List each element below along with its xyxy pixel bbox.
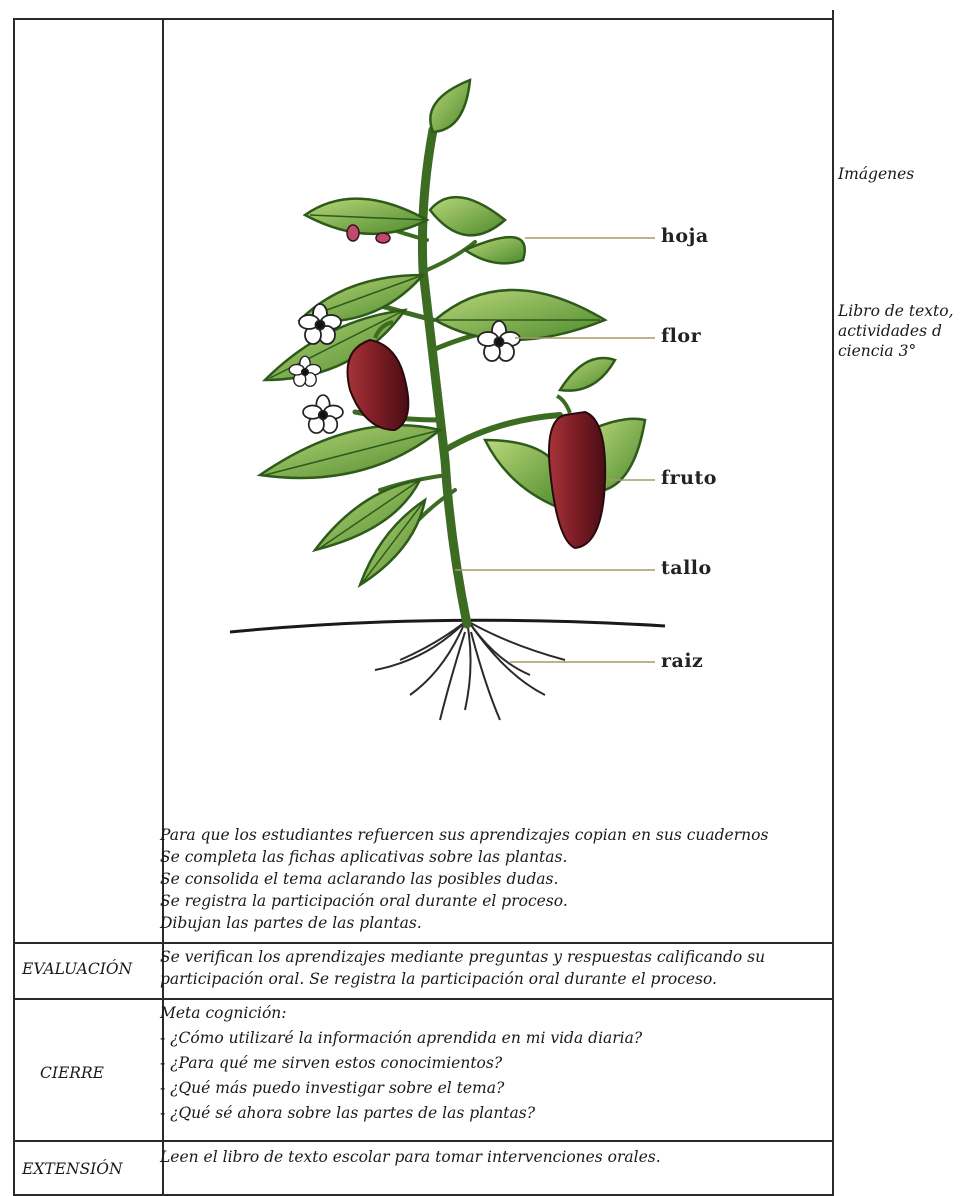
row-divider-evaluacion [13,942,833,944]
cierre-line-4: - ¿Qué más puedo investigar sobre el tem… [160,1077,504,1099]
label-flor: flor [661,325,701,347]
development-line-1: Para que los estudiantes refuercen sus a… [160,824,768,846]
resource-textbook-line-2: actividades d [838,321,942,341]
roots [375,622,565,720]
development-line-5: Dibujan las partes de las plantas. [160,912,422,934]
plant-parts-diagram [165,20,833,820]
resource-textbook-line-3: ciencia 3° [838,341,916,361]
cierre-line-1: Meta cognición: [160,1002,287,1024]
row-divider-cierre [13,998,833,1000]
development-line-3: Se consolida el tema aclarando las posib… [160,868,558,890]
development-line-2: Se completa las fichas aplicativas sobre… [160,846,567,868]
label-hoja: hoja [661,225,709,247]
development-line-4: Se registra la participación oral durant… [160,890,568,912]
heading-cierre: CIERRE [40,1062,104,1084]
label-tallo: tallo [661,557,712,579]
resource-textbook-line-1: Libro de texto, [838,301,954,321]
label-raiz: raiz [661,650,703,672]
row-divider-extension [13,1140,833,1142]
cierre-line-2: - ¿Cómo utilizaré la información aprendi… [160,1027,642,1049]
heading-extension: EXTENSIÓN [22,1158,123,1180]
heading-evaluacion: EVALUACIÓN [22,958,132,980]
label-fruto: fruto [661,467,717,489]
evaluacion-line-1: Se verifican los aprendizajes mediante p… [160,946,765,968]
table-left-border [13,18,15,1196]
cierre-line-5: - ¿Qué sé ahora sobre las partes de las … [160,1102,535,1124]
extension-line-1: Leen el libro de texto escolar para toma… [160,1146,661,1168]
resource-images: Imágenes [838,164,914,184]
table-bottom-border [13,1194,833,1196]
evaluacion-line-2: participación oral. Se registra la parti… [160,968,717,990]
cierre-line-3: - ¿Para qué me sirven estos conocimiento… [160,1052,502,1074]
